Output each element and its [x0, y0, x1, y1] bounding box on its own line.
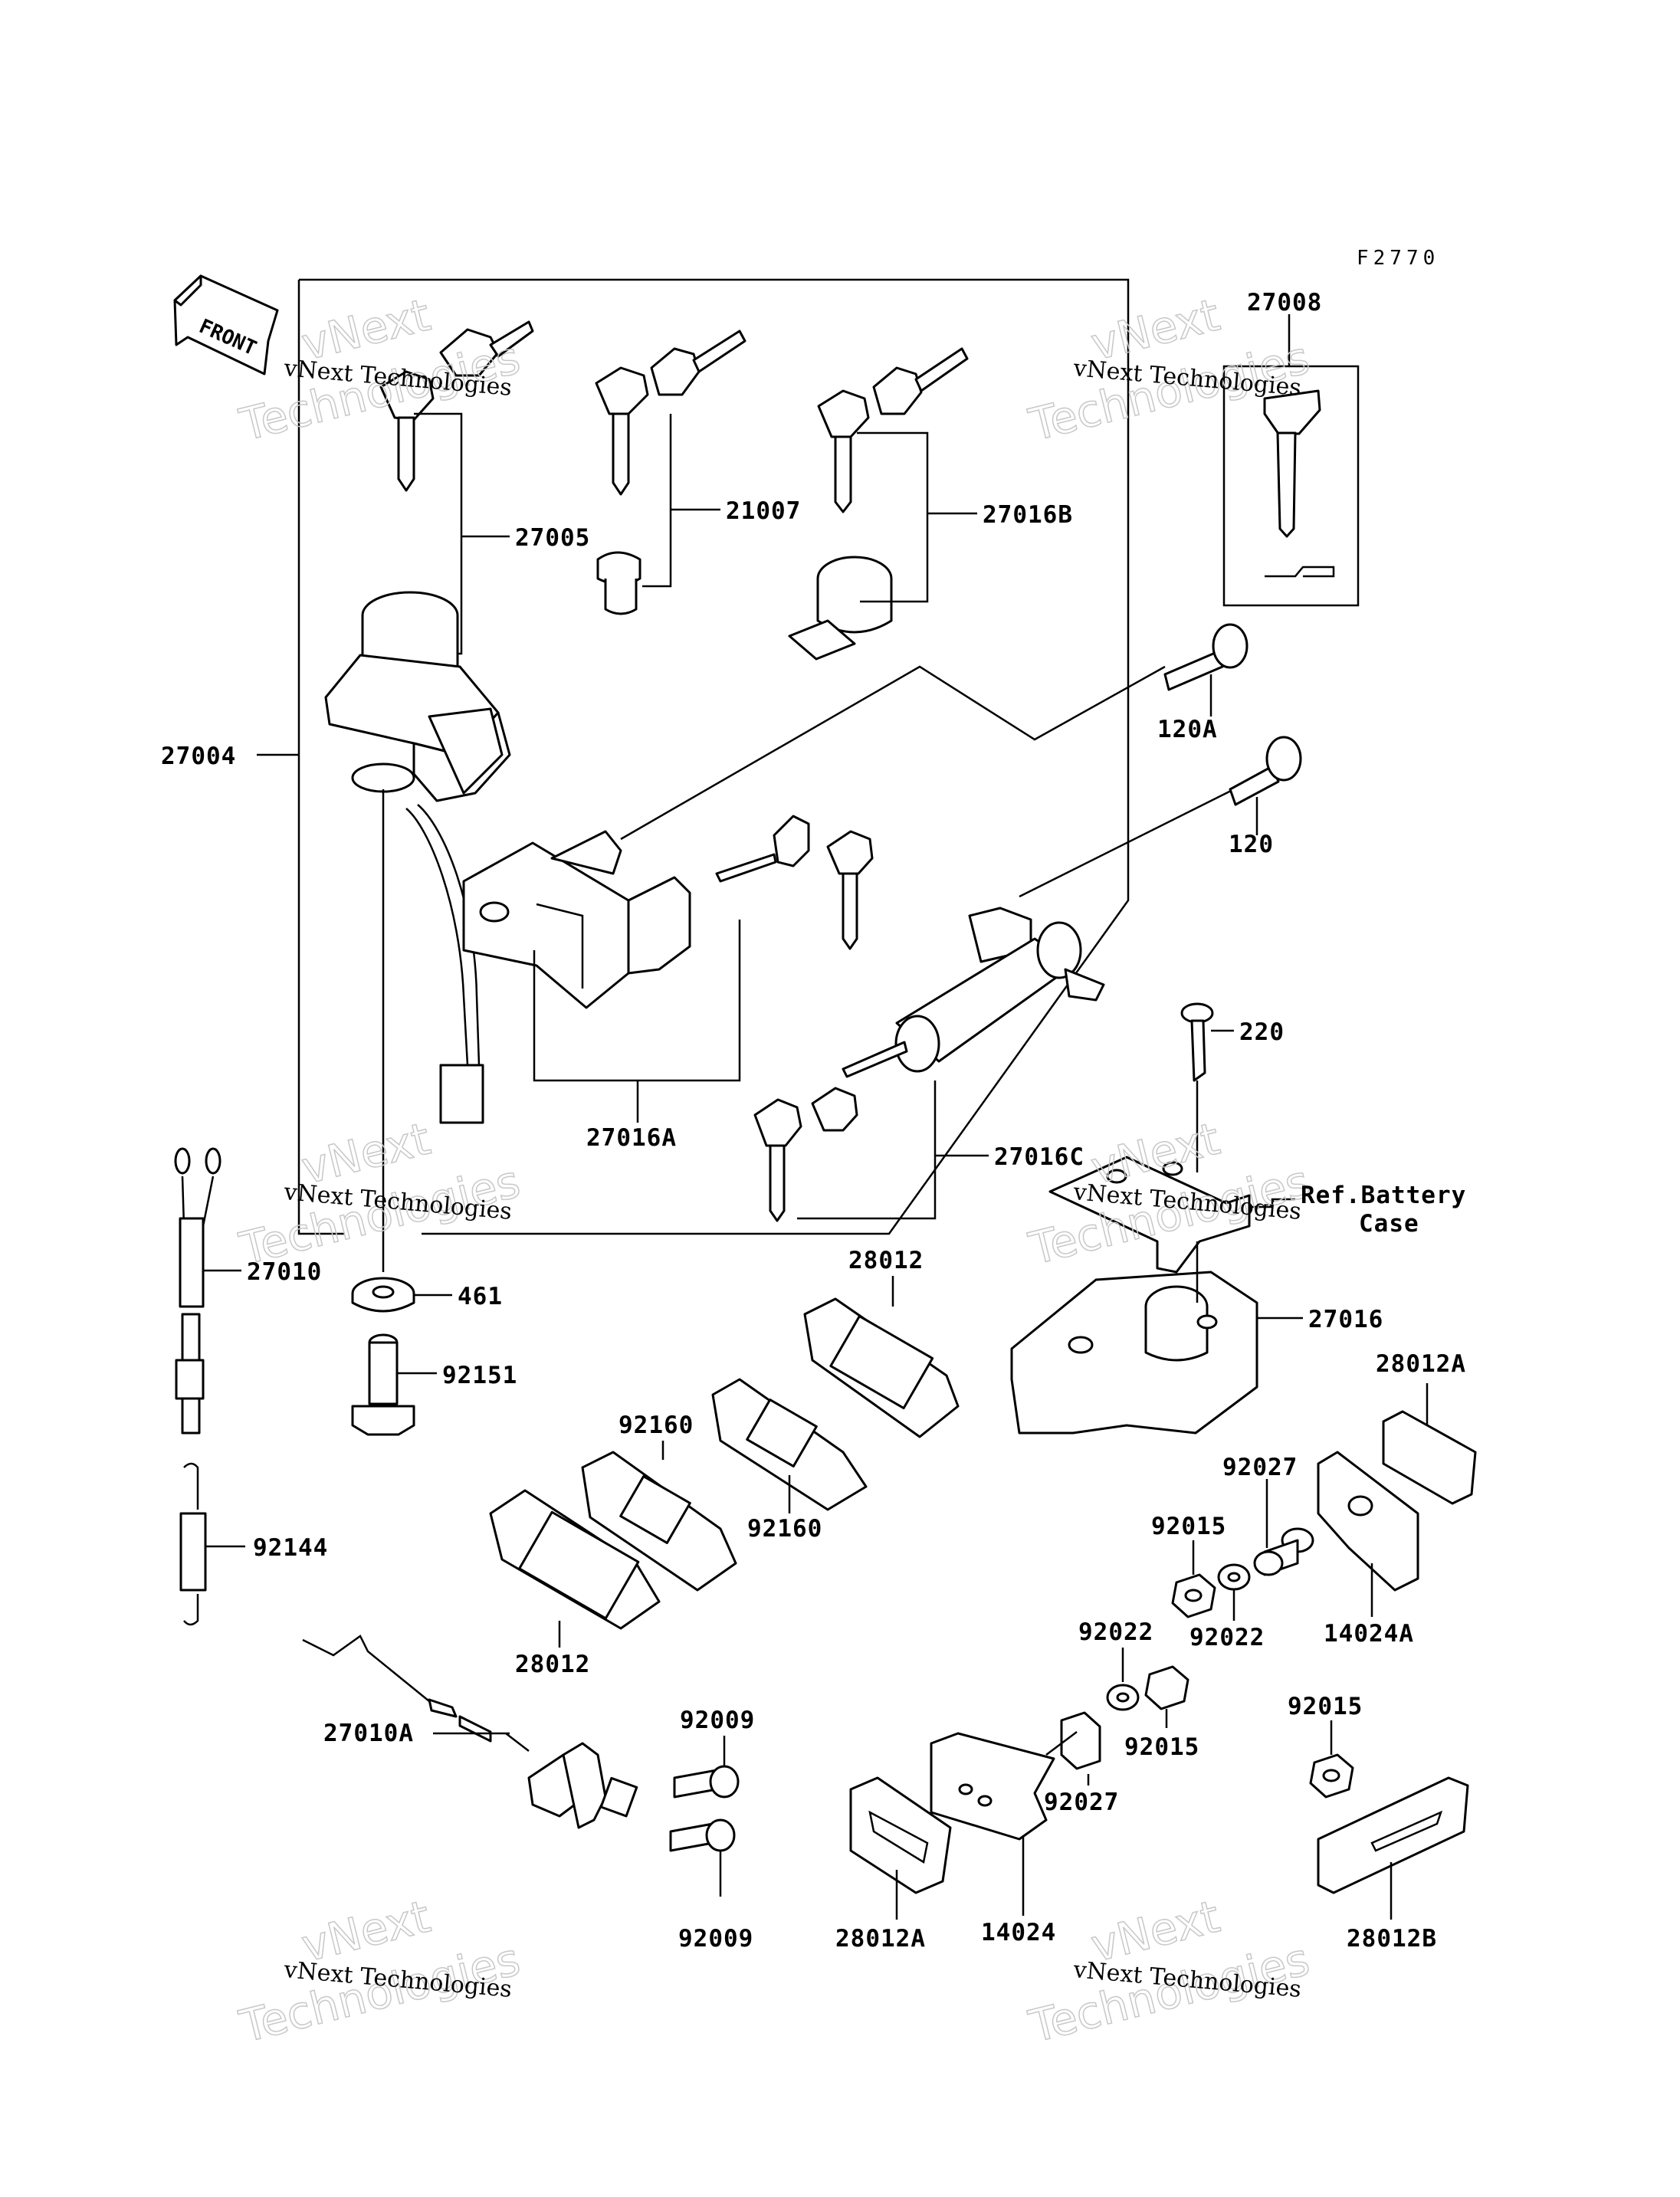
switch-27010A [302, 1635, 740, 1897]
watermark-top-left: vNext Technologies vNext Technologies [234, 288, 525, 452]
label-92144: 92144 [253, 1534, 328, 1562]
label-27010A: 27010A [323, 1720, 414, 1747]
label-92027-a: 92027 [1222, 1454, 1298, 1481]
nut-92015-right [1309, 1720, 1354, 1799]
label-120A: 120A [1157, 716, 1218, 743]
gaskets-28012-92160 [489, 1276, 960, 1648]
bolt-92151 [351, 1333, 437, 1436]
label-27016B: 27016B [983, 501, 1073, 529]
label-461: 461 [458, 1283, 503, 1310]
label-220: 220 [1239, 1018, 1285, 1046]
label-92015-b: 92015 [1124, 1733, 1199, 1761]
screw-220 [1180, 1002, 1234, 1172]
label-92015-c: 92015 [1288, 1693, 1363, 1720]
label-28012A-bottom: 28012A [835, 1925, 926, 1953]
washer-92022-right [1217, 1563, 1251, 1621]
label-28012B: 28012B [1347, 1925, 1437, 1953]
label-92022-b: 92022 [1189, 1624, 1265, 1651]
label-27005: 27005 [515, 524, 590, 552]
spacer-92027-top [1253, 1479, 1314, 1576]
label-27016A: 27016A [586, 1124, 677, 1152]
bracket-14024-assembly [930, 1648, 1189, 1916]
washer-461 [351, 1277, 452, 1313]
lock-27016C [753, 907, 1105, 1222]
watermark-bottom-right: vNext Technologies vNext Technologies [1023, 1890, 1314, 2054]
nut-92015-top [1171, 1540, 1216, 1618]
label-28012-top: 28012 [848, 1247, 924, 1274]
spring-92144 [179, 1462, 245, 1626]
key-27008-box [1222, 314, 1360, 607]
watermark-mid-left: vNext Technologies vNext Technologies [234, 1112, 525, 1276]
label-92160-b: 92160 [747, 1515, 822, 1543]
label-27008: 27008 [1247, 289, 1322, 316]
lock-27016A [462, 815, 874, 1123]
label-92160-a: 92160 [619, 1412, 694, 1439]
front-arrow-icon: FRONT [173, 274, 279, 375]
label-28012-bottom: 28012 [515, 1651, 590, 1678]
bolts-120 [620, 623, 1302, 898]
label-28012A-right: 28012A [1376, 1350, 1466, 1378]
label-21007: 21007 [726, 497, 801, 525]
label-92009-a: 92009 [680, 1707, 755, 1734]
label-27010: 27010 [247, 1258, 322, 1286]
label-14024A: 14024A [1324, 1620, 1414, 1648]
bracket-27016 [1010, 1156, 1303, 1435]
diagram-code: F2770 [1357, 247, 1439, 270]
keys-21007 [595, 330, 746, 615]
label-14024: 14024 [981, 1919, 1056, 1946]
switch-27010 [174, 1147, 241, 1435]
label-ref-case: Case [1359, 1210, 1419, 1238]
label-92022-a: 92022 [1078, 1618, 1153, 1646]
reflector-28012B [1317, 1776, 1469, 1920]
watermark-bottom-left: vNext Technologies vNext Technologies [234, 1890, 525, 2054]
reflector-28012A-right [1317, 1383, 1477, 1617]
label-92151: 92151 [442, 1362, 517, 1389]
ignition-switch-27004 [257, 591, 511, 1124]
label-92009-b: 92009 [678, 1925, 753, 1953]
reflector-28012A-bottom [849, 1776, 952, 1920]
label-92015-a: 92015 [1151, 1513, 1226, 1540]
label-120: 120 [1229, 831, 1274, 858]
keys-27016B [788, 347, 977, 661]
label-27004: 27004 [161, 743, 236, 770]
kit-frame [297, 278, 1130, 1235]
label-92027-b: 92027 [1044, 1789, 1119, 1816]
label-27016C: 27016C [994, 1143, 1084, 1171]
label-27016: 27016 [1308, 1306, 1383, 1333]
label-ref-battery: Ref.Battery [1301, 1182, 1466, 1209]
